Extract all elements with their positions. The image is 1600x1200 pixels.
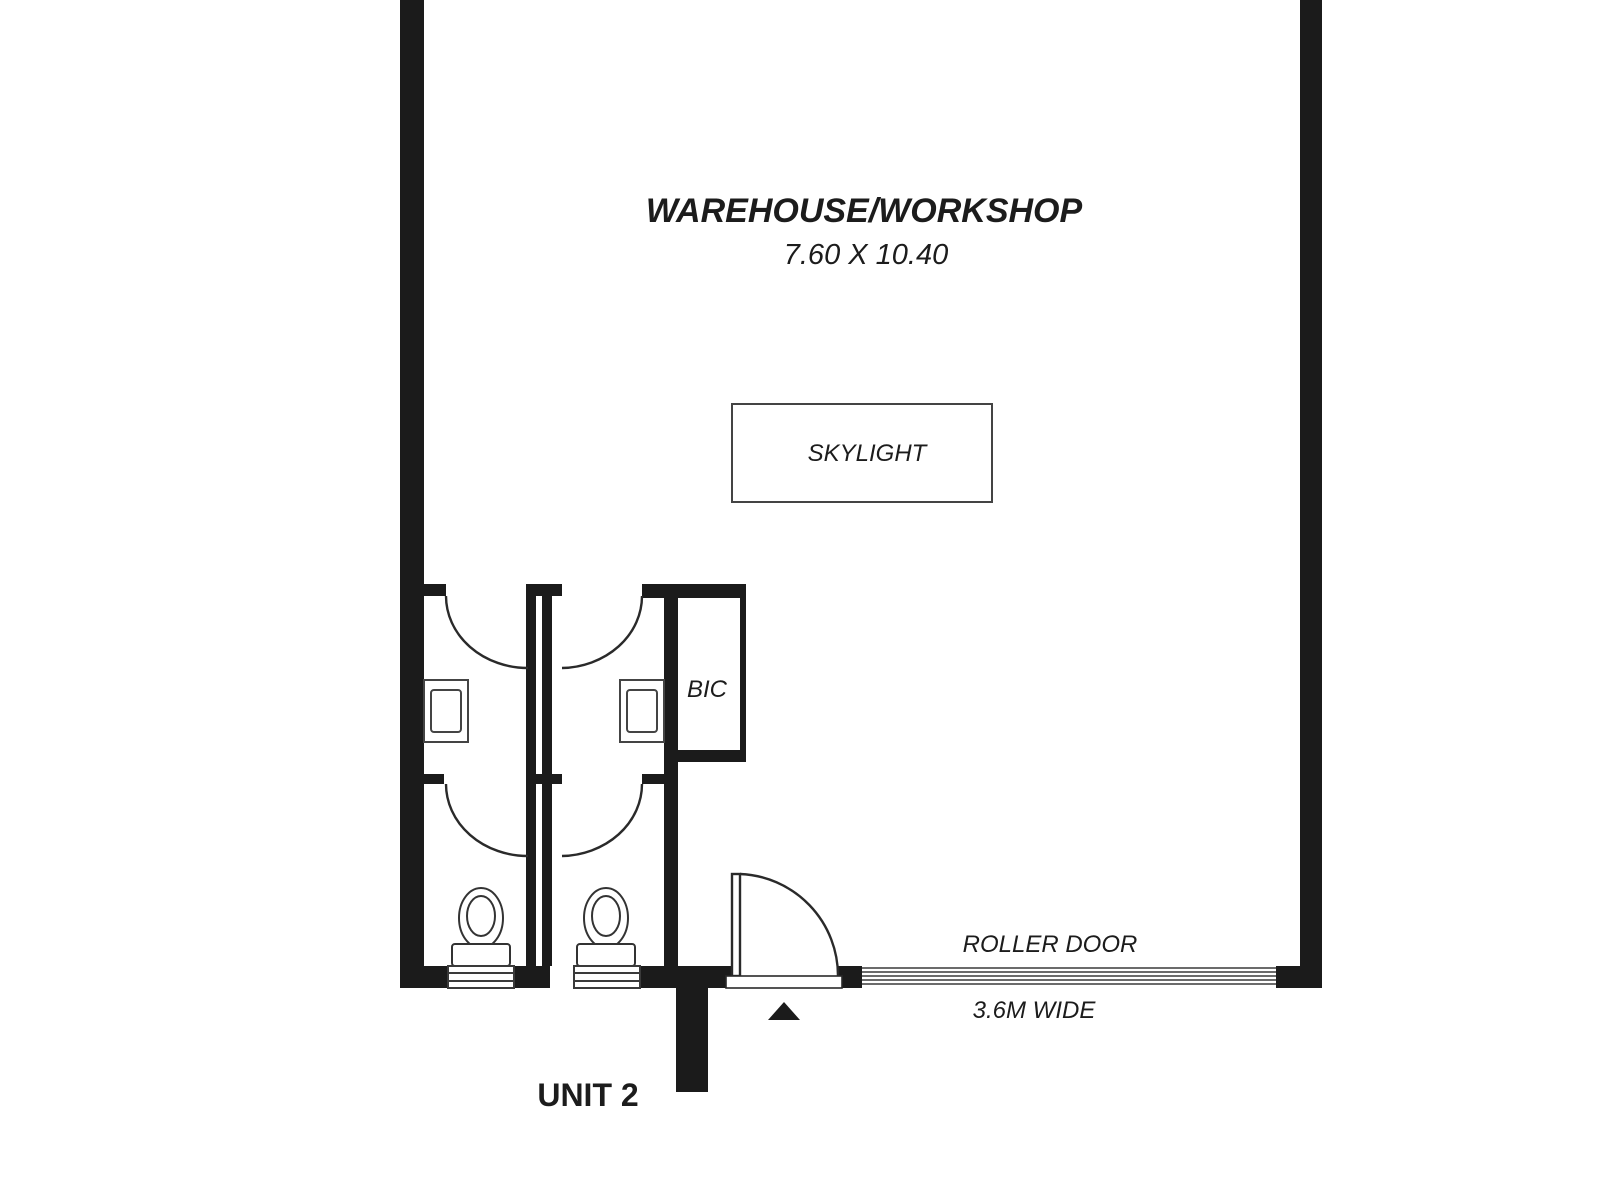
amenities-top-wall-1 (424, 584, 446, 596)
bottom-wall-right-stub (838, 966, 862, 988)
bottom-wall-mid-2 (640, 966, 736, 988)
door-swing-icon (561, 783, 644, 858)
basin-icon (619, 679, 665, 743)
amenities-door-swings (444, 595, 644, 858)
bic-label: BIC (687, 676, 728, 703)
entry-threshold (725, 975, 843, 989)
door-swing-icon (561, 595, 644, 670)
amenities-mid-wall-3 (642, 774, 678, 784)
bic-right-wall (740, 584, 746, 762)
amenities-mid-wall-2 (526, 774, 562, 784)
amenities-walls (424, 584, 746, 966)
amenities-mid-wall-1 (424, 774, 444, 784)
warehouse-title: WAREHOUSE/WORKSHOP (646, 192, 1083, 230)
door-swing-icon (739, 872, 840, 977)
right-wall (1300, 0, 1322, 988)
basin-icon (423, 679, 469, 743)
window (447, 965, 515, 989)
door-swing-icon (444, 783, 529, 858)
left-wall (400, 0, 424, 988)
basins (423, 679, 665, 743)
skylight-outline (731, 403, 993, 503)
warehouse-dimensions: 7.60 X 10.40 (784, 239, 948, 271)
bottom-wall-left (400, 966, 448, 988)
unit-label: UNIT 2 (537, 1077, 638, 1113)
toilet-icon (451, 887, 511, 967)
roller-door-width: 3.6M WIDE (973, 997, 1097, 1024)
toilets (451, 887, 636, 967)
roller-door-label: ROLLER DOOR (963, 931, 1138, 958)
entry-wall-stub (676, 988, 708, 1092)
entry-door (725, 872, 843, 989)
roller-door (862, 967, 1276, 985)
bic-bottom-wall (664, 750, 746, 762)
bottom-wall-right (1276, 966, 1322, 988)
entry-door-leaf (730, 872, 742, 978)
amenities-top-wall-3 (642, 584, 746, 598)
door-swing-icon (444, 595, 529, 670)
outer-walls (400, 0, 1322, 1092)
toilet-icon (576, 887, 636, 967)
entry-arrow-icon (768, 1002, 800, 1020)
skylight-label: SKYLIGHT (808, 440, 929, 467)
bottom-windows (447, 965, 641, 989)
window (573, 965, 641, 989)
bottom-wall-mid-1 (514, 966, 550, 988)
